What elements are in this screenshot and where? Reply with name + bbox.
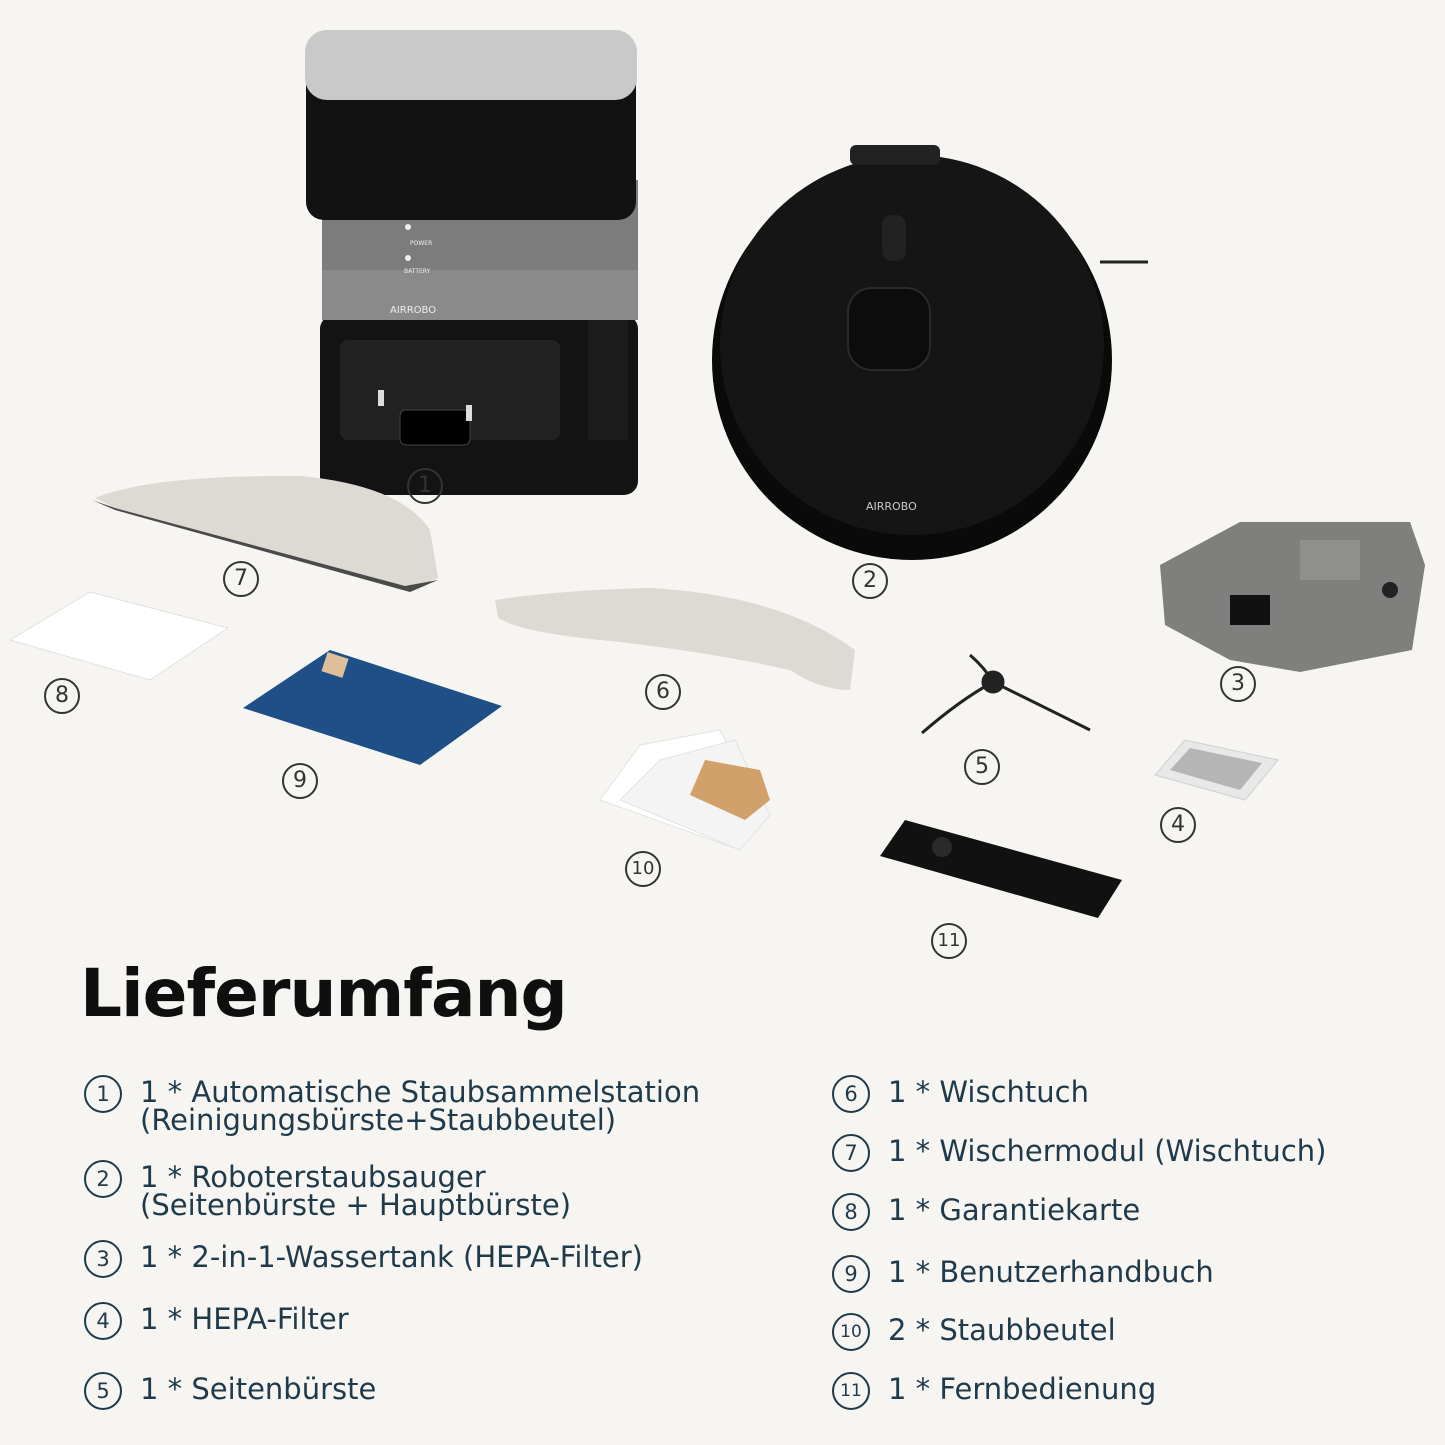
side-brush [921, 653, 1091, 735]
photo-number-2: 2 [852, 563, 888, 599]
power-label: POWER [410, 240, 432, 247]
photo-number-11: 11 [931, 923, 967, 959]
hepa-filter [1154, 739, 1279, 801]
list-item: 3 1 * 2-in-1-Wassertank (HEPA-Filter) [84, 1240, 764, 1280]
item-number: 9 [832, 1255, 870, 1293]
item-text: 1 * HEPA-Filter [140, 1302, 349, 1336]
item-number: 4 [84, 1302, 122, 1340]
item-text: 1 * Automatische Staubsammelstation [140, 1075, 701, 1109]
list-item: 10 2 * Staubbeutel [832, 1313, 1412, 1353]
item-number: 10 [832, 1313, 870, 1351]
user-manual [243, 650, 502, 765]
item-text: 1 * Roboterstaubsauger [140, 1160, 486, 1194]
station-brand: AIRROBO [390, 305, 436, 316]
photo-number-1: 1 [407, 468, 443, 504]
item-text: 1 * Garantiekarte [888, 1193, 1141, 1227]
warranty-card [8, 591, 230, 681]
list-item: 1 1 * Automatische Staubsammelstation (R… [84, 1075, 764, 1145]
item-number: 3 [84, 1240, 122, 1278]
mop-cloth [495, 588, 855, 690]
dust-station: POWER BATTERY AIRROBO [305, 30, 638, 495]
list-item: 7 1 * Wischermodul (Wischtuch) [832, 1134, 1412, 1174]
list-item: 11 1 * Fernbedienung [832, 1372, 1412, 1412]
dust-bags [599, 729, 771, 851]
photo-number-4: 4 [1160, 807, 1196, 843]
photo-number-3: 3 [1220, 666, 1256, 702]
item-text: 1 * 2-in-1-Wassertank (HEPA-Filter) [140, 1240, 643, 1274]
photo-number-7: 7 [223, 561, 259, 597]
water-tank [1160, 522, 1425, 672]
item-text: 1 * Wischermodul (Wischtuch) [888, 1134, 1327, 1168]
list-item: 5 1 * Seitenbürste [84, 1372, 764, 1412]
item-text: 1 * Benutzerhandbuch [888, 1255, 1214, 1289]
item-number: 8 [832, 1193, 870, 1231]
remote-control [880, 820, 1122, 918]
item-number: 7 [832, 1134, 870, 1172]
item-text: 1 * Seitenbürste [140, 1372, 377, 1406]
item-text: 1 * Fernbedienung [888, 1372, 1157, 1406]
robot-brand: AIRROBO [866, 500, 917, 513]
item-number: 6 [832, 1075, 870, 1113]
list-item: 4 1 * HEPA-Filter [84, 1302, 764, 1342]
battery-label: BATTERY [404, 268, 431, 275]
photo-number-5: 5 [964, 749, 1000, 785]
item-subtext: (Reinigungsbürste+Staubbeutel) [140, 1103, 617, 1137]
item-text: 1 * Wischtuch [888, 1075, 1089, 1109]
item-text: 2 * Staubbeutel [888, 1313, 1116, 1347]
product-illustration: POWER BATTERY AIRROBO AIRROBO [8, 30, 1425, 918]
photo-number-10: 10 [625, 851, 661, 887]
item-number: 2 [84, 1160, 122, 1198]
item-number: 1 [84, 1075, 122, 1113]
robot-vacuum: AIRROBO [712, 145, 1148, 560]
list-item: 6 1 * Wischtuch [832, 1075, 1412, 1115]
item-number: 11 [832, 1372, 870, 1410]
page-title: Lieferumfang [80, 955, 568, 1032]
mop-module [92, 475, 438, 592]
photo-number-9: 9 [282, 763, 318, 799]
photo-number-6: 6 [645, 674, 681, 710]
list-item: 8 1 * Garantiekarte [832, 1193, 1412, 1233]
list-item: 2 1 * Roboterstaubsauger (Seitenbürste +… [84, 1160, 764, 1230]
item-subtext: (Seitenbürste + Hauptbürste) [140, 1188, 572, 1222]
photo-number-8: 8 [44, 678, 80, 714]
list-item: 9 1 * Benutzerhandbuch [832, 1255, 1412, 1295]
item-number: 5 [84, 1372, 122, 1410]
